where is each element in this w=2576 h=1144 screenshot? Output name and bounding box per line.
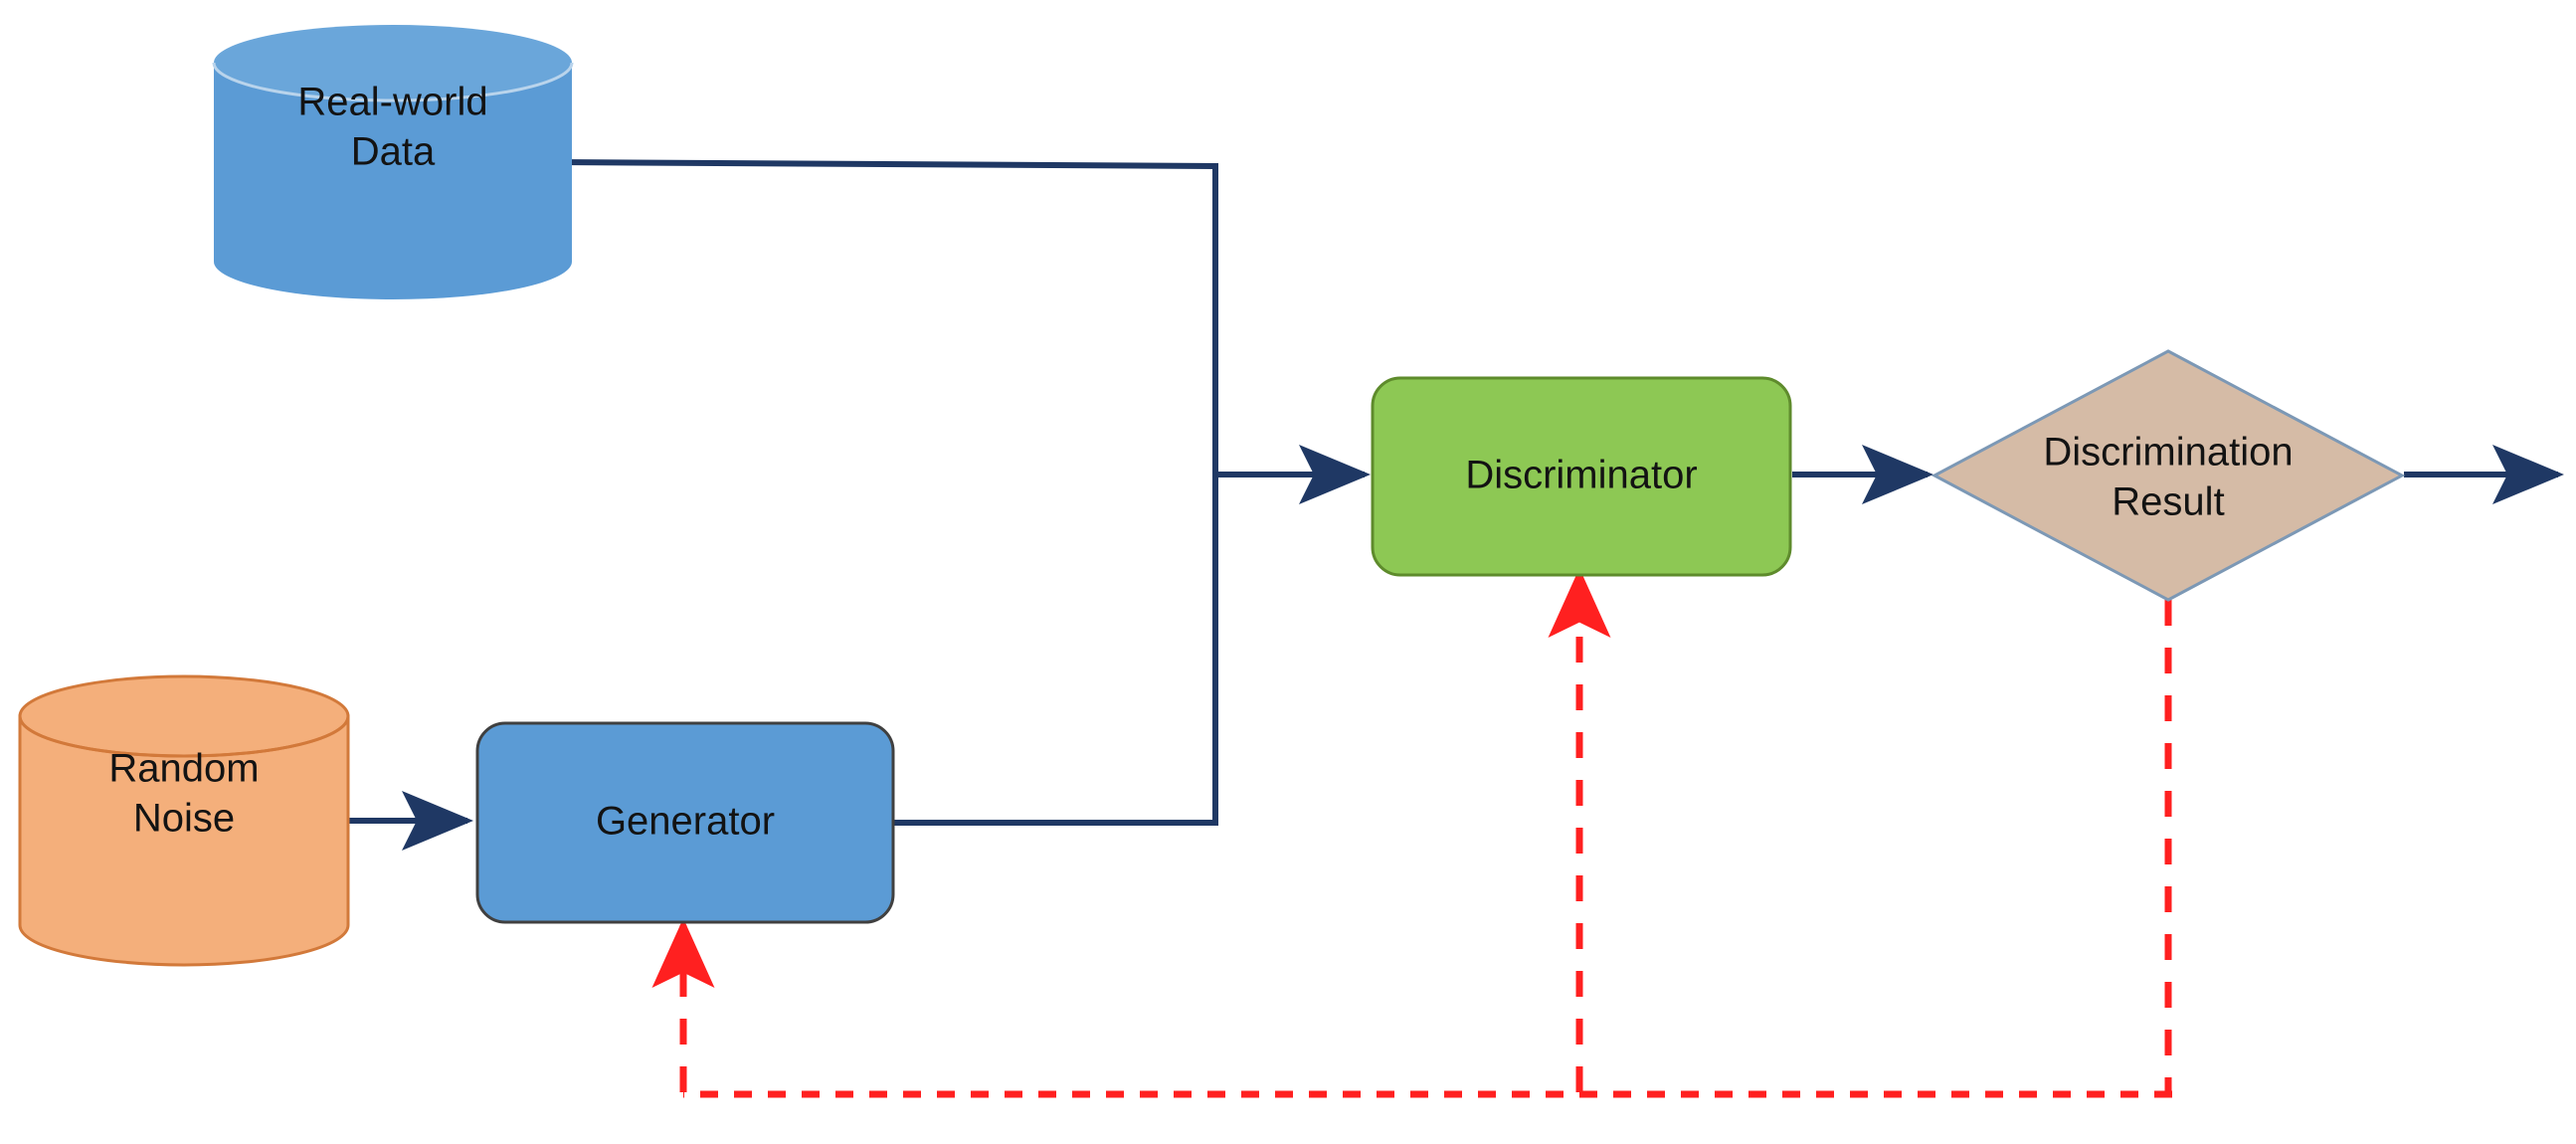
node-shape-generator [475,721,895,924]
node-label-generator: Generator [596,800,775,844]
node-label-real-world-data-line1: Real-world [297,81,487,124]
node-shape-discrimination-result [1931,349,2406,602]
node-shape-discriminator [1371,376,1792,577]
cylinder-shell-real-data [214,63,572,299]
node-label-random-noise-line2: Noise [133,797,235,841]
feedback-loop [651,568,2172,1098]
edge-real-data-to-discriminator [556,159,1371,824]
node-label-discrimination-result-line1: Discrimination [2043,431,2293,475]
edge-path-real-data [556,159,1218,824]
node-label-discrimination-result-line2: Result [2112,480,2224,524]
node-generator[interactable]: Generator [475,721,895,924]
node-discriminator[interactable]: Discriminator [1371,376,1792,577]
node-label-random-noise-line1: Random [108,747,259,791]
node-label-discriminator: Discriminator [1465,454,1697,497]
node-random-noise[interactable]: Random Noise [18,674,350,967]
node-discrimination-result[interactable]: Discrimination Result [1931,349,2406,602]
cylinder-rim-real-data [212,62,574,102]
cylinder-top-real-data [214,25,572,100]
cylinder-rim-random-noise [18,715,350,758]
cylinder-shell-random-noise [18,714,350,967]
node-real-world-data[interactable]: Real-world Data [212,25,574,299]
node-label-real-world-data-line2: Data [351,130,436,174]
